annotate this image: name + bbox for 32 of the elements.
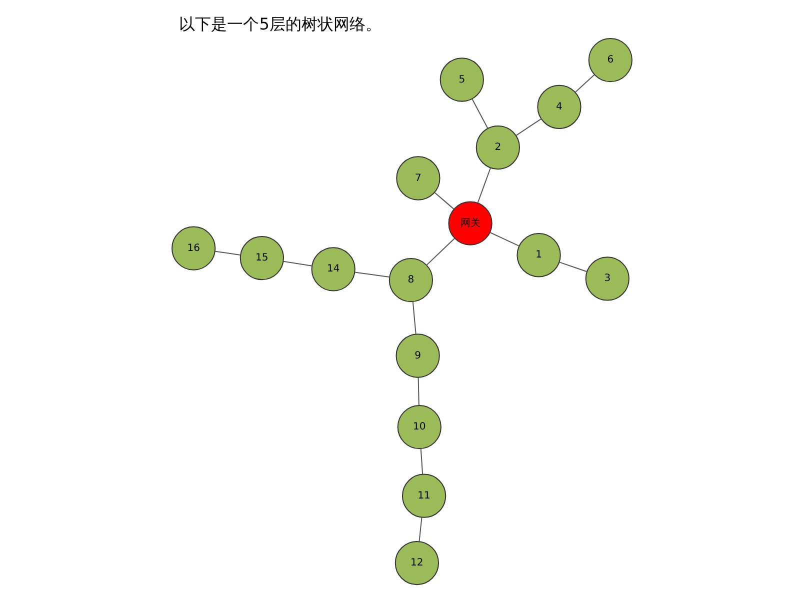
node-circle: 4 xyxy=(537,84,582,129)
node-circle: 16 xyxy=(172,226,216,270)
node-circle: 10 xyxy=(397,404,442,450)
connector xyxy=(418,517,422,542)
connector xyxy=(472,98,488,129)
connector xyxy=(420,448,424,474)
connector xyxy=(283,260,312,266)
node-circle: 12 xyxy=(394,540,440,586)
node-circle: 8 xyxy=(388,258,434,302)
node-circle: 5 xyxy=(440,58,484,102)
connector xyxy=(477,168,491,204)
connector xyxy=(434,192,454,210)
connector xyxy=(516,118,542,136)
node-circle: 15 xyxy=(240,236,284,280)
node-circle: 14 xyxy=(311,247,356,292)
node-circle: 7 xyxy=(396,156,440,200)
connector xyxy=(490,232,519,246)
connector xyxy=(574,74,595,93)
connector xyxy=(559,262,587,272)
node-circle: 1 xyxy=(516,233,561,278)
node-circle: 9 xyxy=(396,334,440,378)
connector xyxy=(215,250,240,256)
node-circle: 2 xyxy=(476,125,520,170)
connector xyxy=(354,272,390,278)
node-circle: 网关 xyxy=(448,201,492,246)
node-circle: 3 xyxy=(585,256,630,301)
connector xyxy=(418,378,420,406)
diagram-title: 以下是一个5层的树状网络。 xyxy=(179,14,382,34)
node-circle: 6 xyxy=(588,38,632,82)
connector xyxy=(412,302,416,334)
node-circle: 11 xyxy=(402,474,446,518)
connector xyxy=(426,238,456,266)
